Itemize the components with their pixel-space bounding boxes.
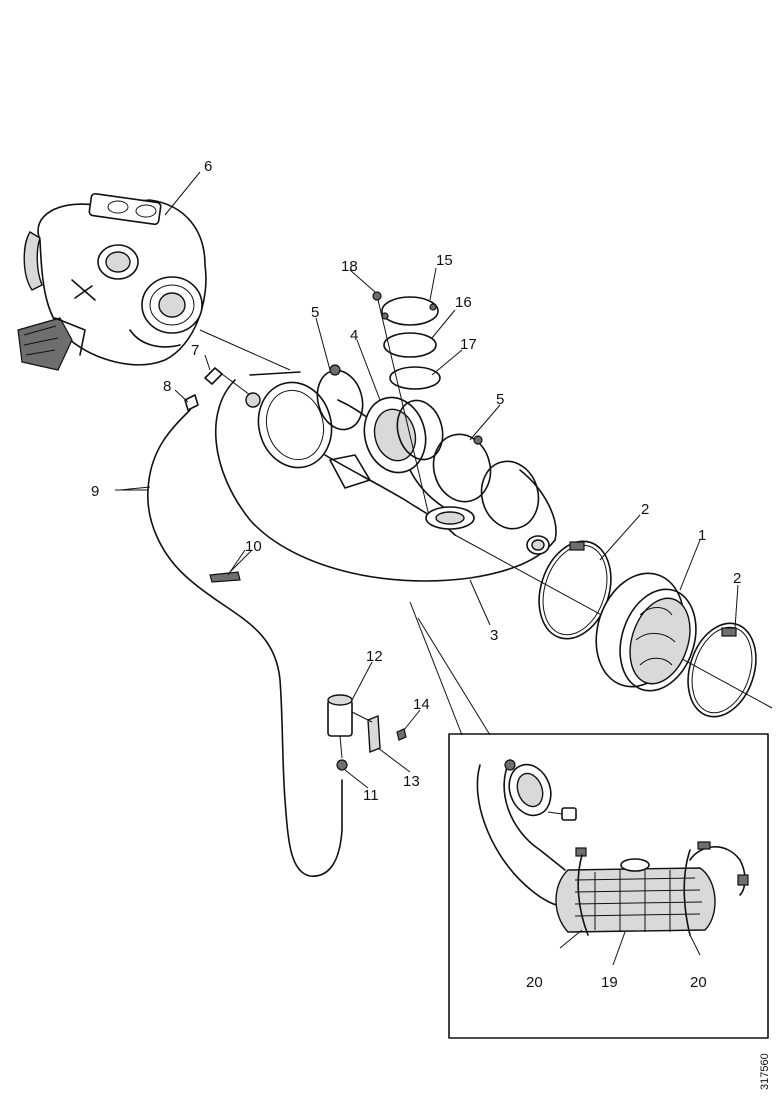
seal-17: [389, 366, 441, 390]
clamp-2-left: [538, 540, 612, 640]
screw-18: [372, 291, 382, 301]
callout-2-right: 2: [733, 570, 741, 587]
clip-10: [209, 571, 241, 583]
callout-10: 10: [245, 538, 262, 555]
figure-id: 317560: [759, 1053, 771, 1090]
callout-16: 16: [455, 294, 472, 311]
gasket-16: [383, 332, 437, 358]
callout-2-left: 2: [641, 501, 649, 518]
callout-labels: 6 18 15 16 5 4 17 7 8 5 9 2 1 10 2 3 12 …: [91, 158, 741, 991]
sensor-7-8: [184, 367, 261, 411]
callout-20-left: 20: [526, 974, 543, 991]
callout-20-right: 20: [690, 974, 707, 991]
cover-plate-15: [381, 296, 439, 326]
callout-15: 15: [436, 252, 453, 269]
callout-12: 12: [366, 648, 383, 665]
turbocharger: [17, 192, 207, 371]
detail-inset: [448, 733, 769, 1039]
hose-1: [595, 572, 697, 692]
relay-12: [327, 694, 353, 759]
callout-5-right: 5: [496, 391, 504, 408]
sleeve-4: [329, 396, 444, 489]
callout-9: 9: [91, 483, 99, 500]
pipe-clamp-5-left: [257, 364, 364, 469]
callout-13: 13: [403, 773, 420, 790]
callout-3: 3: [490, 627, 498, 644]
connector-11: [336, 759, 348, 771]
callout-1: 1: [698, 527, 706, 544]
callout-18: 18: [341, 258, 358, 275]
leader-lines: [115, 171, 739, 789]
callout-7: 7: [191, 342, 199, 359]
bracket-13: [367, 714, 381, 754]
callout-14: 14: [413, 696, 430, 713]
callout-11: 11: [363, 787, 379, 804]
screw-14: [396, 728, 407, 741]
callout-17: 17: [460, 336, 477, 353]
pipe-clamp-5-right: [432, 433, 540, 530]
callout-19: 19: [601, 974, 618, 991]
callout-6: 6: [204, 158, 212, 175]
callout-5-left: 5: [311, 304, 319, 321]
callout-4: 4: [350, 327, 358, 344]
clamp-2-right: [687, 622, 757, 718]
cable-9: [147, 409, 343, 877]
callout-8: 8: [163, 378, 171, 395]
